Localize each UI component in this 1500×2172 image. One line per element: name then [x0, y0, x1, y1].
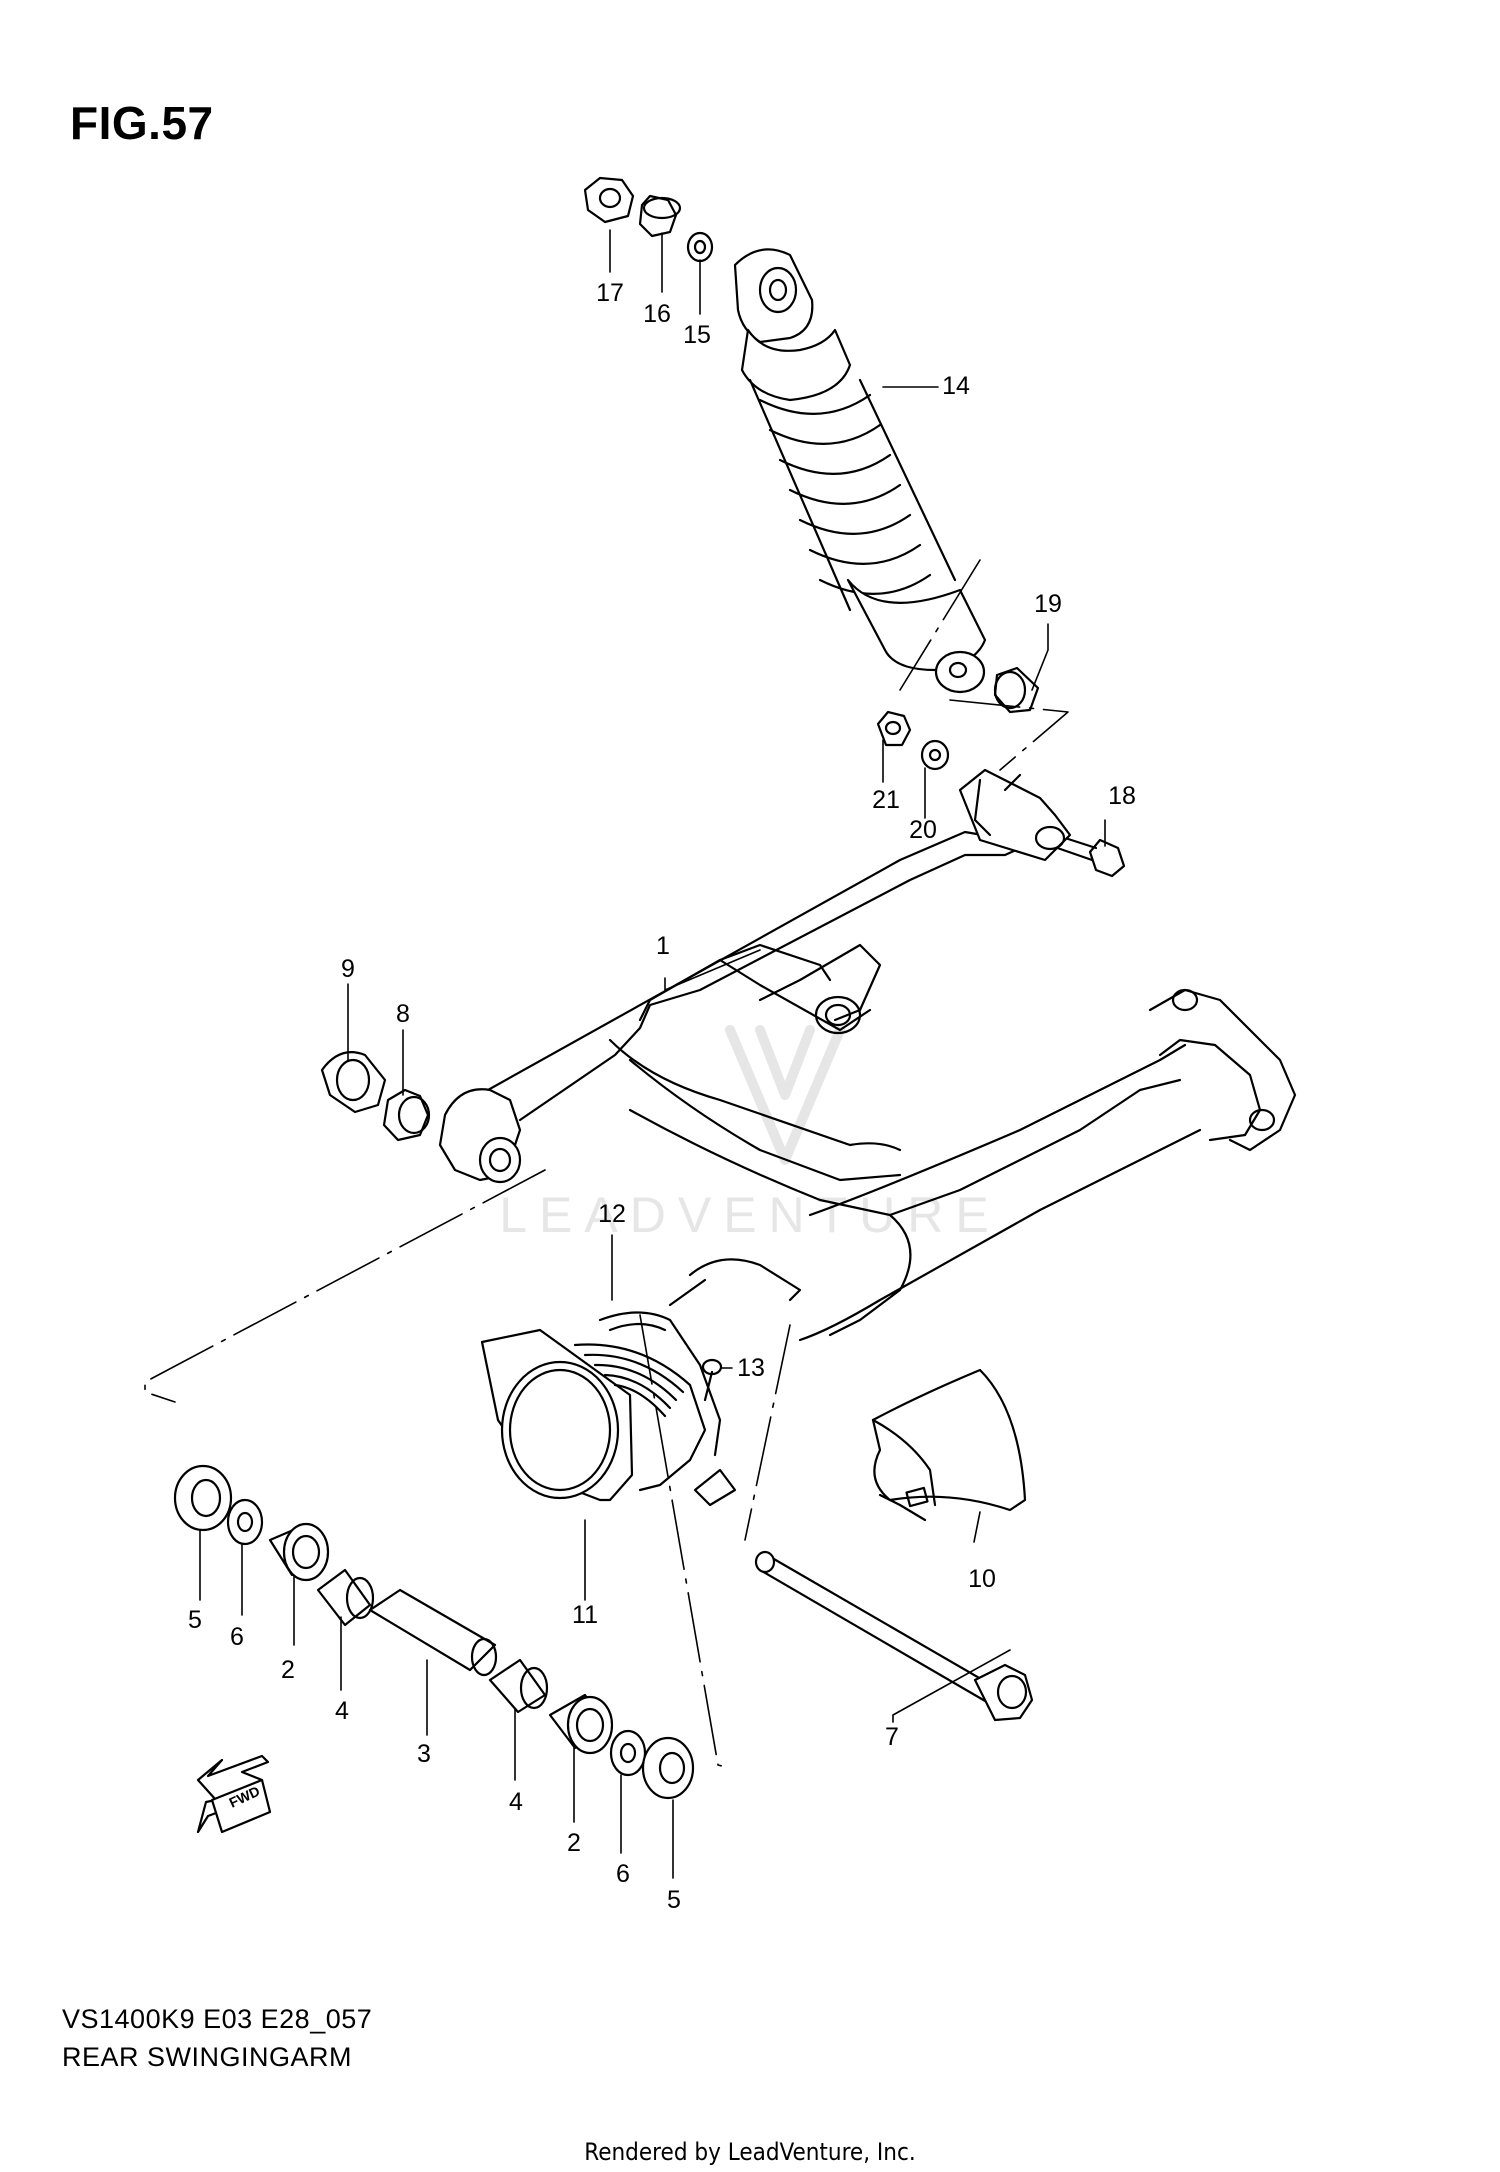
screw-13 [701, 1358, 723, 1402]
callout-5-right: 5 [667, 1886, 681, 1914]
pivot-shaft-7 [754, 1550, 1034, 1722]
figure-caption: REAR SWINGINGARM [62, 2042, 353, 2072]
washer-20 [920, 739, 950, 771]
callout-20: 20 [909, 816, 937, 844]
callout-13: 13 [737, 1354, 765, 1382]
assembly-lines [144, 559, 1069, 1769]
bushing-19 [993, 666, 1040, 714]
bushing-8 [382, 1088, 431, 1142]
watermark-logo [725, 1025, 845, 1165]
callout-17: 17 [596, 279, 624, 307]
callout-12: 12 [598, 1200, 626, 1228]
callout-labels: 17 16 15 14 19 21 20 18 1 9 8 12 13 11 1… [188, 279, 1136, 1914]
callout-5-left: 5 [188, 1606, 202, 1634]
washer-15 [686, 231, 714, 263]
collar-16 [638, 194, 682, 238]
callout-2-right: 2 [567, 1829, 581, 1857]
figure-title: FIG.57 [70, 97, 214, 149]
seal-5-right [641, 1736, 695, 1800]
distance-tube-3 [368, 1588, 498, 1677]
boot-11 [480, 1328, 707, 1502]
seal-5-left [173, 1464, 233, 1532]
callout-1: 1 [656, 932, 670, 960]
callout-4-right: 4 [509, 1788, 523, 1816]
callout-15: 15 [683, 321, 711, 349]
clamp-12 [598, 1258, 802, 1507]
callout-8: 8 [396, 1000, 410, 1028]
nut-21 [876, 710, 912, 747]
callout-11: 11 [572, 1601, 598, 1629]
callout-7: 7 [885, 1723, 899, 1751]
spacer-4-right [488, 1658, 549, 1714]
callout-3: 3 [417, 1740, 431, 1768]
callout-19: 19 [1034, 590, 1062, 618]
spacer-4-left [316, 1568, 375, 1627]
bearing-2-right [548, 1693, 614, 1755]
bearing-2-left [268, 1522, 330, 1582]
watermark-text: LEADVENTURE [499, 1187, 1001, 1243]
callout-6-left: 6 [230, 1623, 244, 1651]
callout-2-left: 2 [281, 1656, 295, 1684]
cover-10 [871, 1368, 1027, 1522]
washer-6-left [226, 1498, 264, 1546]
callout-14: 14 [942, 372, 970, 400]
model-code: VS1400K9 E03 E28_057 [62, 2004, 373, 2034]
callout-4-left: 4 [335, 1697, 349, 1725]
rear-shock-absorber [733, 248, 987, 694]
washer-6-right [609, 1729, 647, 1777]
fwd-arrow-icon: FWD [196, 1754, 272, 1834]
callout-16: 16 [643, 300, 671, 328]
callout-21: 21 [872, 786, 900, 814]
dust-cover-9 [320, 1051, 387, 1114]
nut-17 [583, 176, 635, 224]
callout-10: 10 [968, 1565, 996, 1593]
leader-lines [199, 229, 1106, 1879]
callout-6-right: 6 [616, 1860, 630, 1888]
rendered-by-credit: Rendered by LeadVenture, Inc. [584, 2138, 916, 2166]
callout-9: 9 [341, 955, 355, 983]
swingarm-1 [438, 768, 1297, 1342]
callout-18: 18 [1108, 782, 1136, 810]
